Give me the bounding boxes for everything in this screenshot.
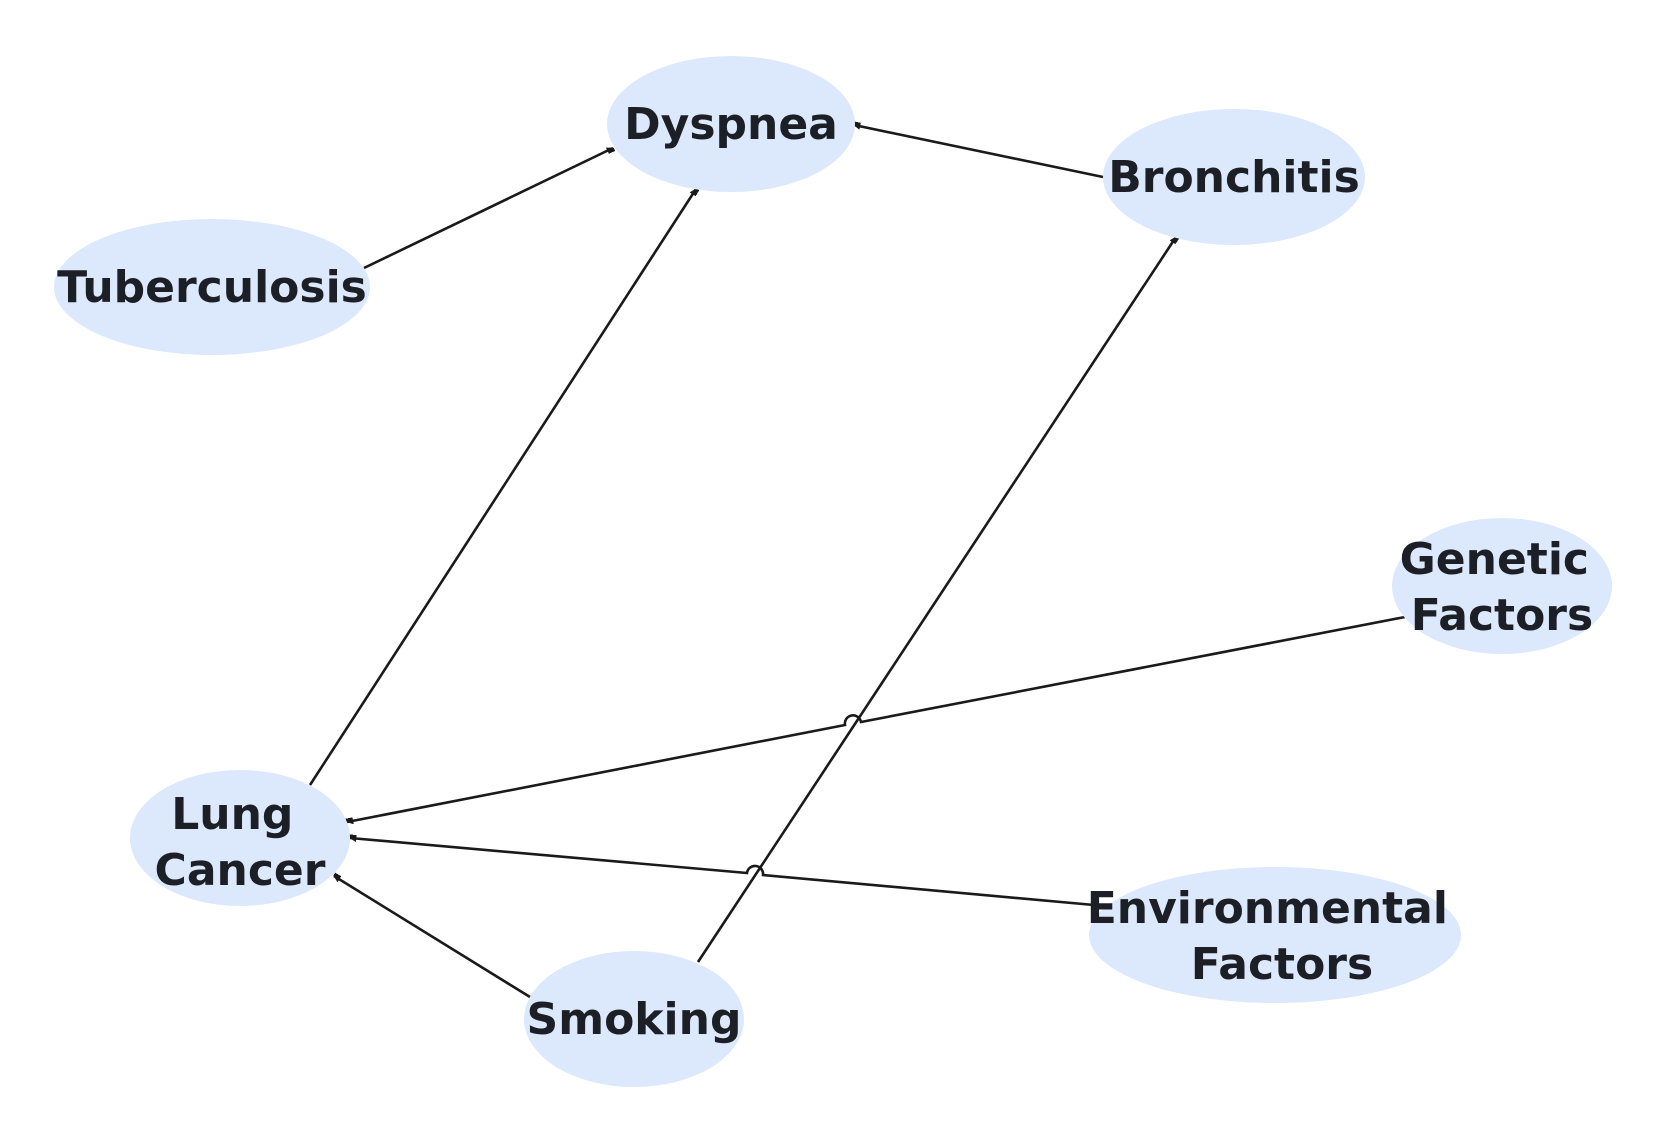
edge-genetic-factors-to-lung-cancer	[347, 615, 1406, 822]
edge-environmental-factors-to-lung-cancer	[350, 838, 1106, 908]
edge-smoking-to-bronchitis	[696, 237, 1176, 963]
edge-tuberculosis-to-dyspnea	[363, 146, 613, 270]
edge-lung-cancer-to-dyspnea	[308, 189, 696, 786]
node-ellipse	[1392, 518, 1612, 654]
node-ellipse	[607, 56, 855, 192]
node-ellipse	[130, 770, 350, 906]
node-label-line: Cancer	[155, 845, 326, 896]
node-label-line: Tuberculosis	[57, 262, 367, 313]
node-label: Genetic Factors	[1400, 534, 1605, 641]
node-label: Tuberculosis	[57, 262, 367, 313]
node-bronchitis: Bronchitis	[1103, 109, 1365, 245]
node-label-line: Factors	[1411, 590, 1593, 641]
node-ellipse	[1103, 109, 1365, 245]
edges	[308, 125, 1406, 999]
node-label-line: Dyspnea	[624, 99, 838, 150]
node-label-line: Environmental	[1087, 883, 1448, 934]
node-label: Bronchitis	[1108, 152, 1360, 203]
node-label-line: Smoking	[527, 994, 742, 1045]
node-label-line: Factors	[1191, 939, 1373, 990]
node-ellipse	[54, 219, 370, 355]
node-label-line: Genetic	[1400, 534, 1589, 585]
node-smoking: Smoking	[524, 951, 744, 1087]
node-ellipse	[1089, 867, 1461, 1003]
edge-bronchitis-to-dyspnea	[854, 125, 1104, 179]
node-genetic-factors: Genetic Factors	[1392, 518, 1612, 654]
node-environmental-factors: Environmental Factors	[1087, 867, 1464, 1003]
edge-smoking-to-lung-cancer	[334, 876, 531, 999]
node-label-line: Lung	[171, 789, 293, 840]
node-label: Smoking	[527, 994, 742, 1045]
node-label: Dyspnea	[624, 99, 838, 150]
node-dyspnea: Dyspnea	[607, 56, 855, 192]
node-label-line: Bronchitis	[1108, 152, 1360, 203]
node-ellipse	[524, 951, 744, 1087]
node-tuberculosis: Tuberculosis	[54, 219, 370, 355]
node-lung-cancer: Lung Cancer	[130, 770, 350, 906]
node-label: Lung Cancer	[155, 789, 326, 896]
node-label: Environmental Factors	[1087, 883, 1464, 990]
